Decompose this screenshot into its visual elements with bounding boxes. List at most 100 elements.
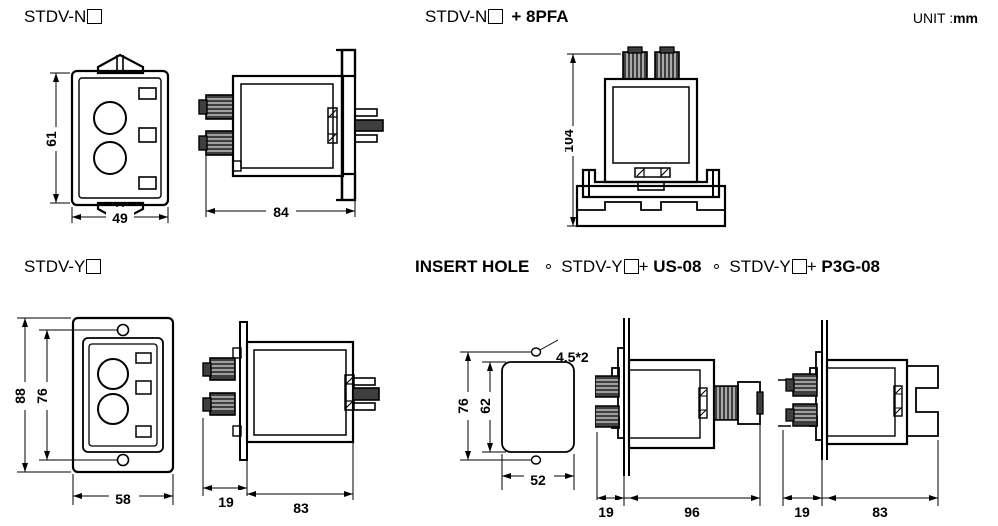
bullet-icon [713, 264, 719, 269]
square-placeholder-icon [86, 259, 102, 274]
screw-hole-top [530, 347, 542, 357]
dim-49-text: 49 [112, 210, 128, 226]
terminal-pins [354, 108, 384, 143]
dim-76-hole-text: 76 [455, 398, 471, 414]
dimension-19 [202, 418, 248, 496]
body-tab [232, 160, 242, 172]
socket-us08 [713, 379, 791, 427]
socket-body [575, 184, 727, 228]
body-inner-face [628, 369, 701, 439]
knob-upper [198, 94, 234, 120]
dim-83-text: 83 [293, 500, 309, 516]
flange-tab-bottom [232, 425, 242, 437]
unit-label-text: UNIT : [912, 10, 954, 26]
dim-58-text: 58 [115, 491, 131, 507]
adjuster-slot [634, 167, 671, 178]
drawing-insert-hole: 4.5*2 76 62 52 [455, 339, 589, 490]
option-b-suffix: + [806, 257, 822, 276]
dim-19-us08-text: 19 [598, 504, 614, 520]
dimension-83 [247, 442, 354, 500]
body-outline [627, 358, 716, 450]
indicator-window-2 [135, 380, 152, 395]
inner-panel [78, 77, 162, 199]
dim-76-text: 76 [34, 388, 50, 404]
dimension-19-us08 [596, 432, 625, 506]
bullet-icon [545, 264, 551, 269]
socket-pins [577, 201, 725, 211]
knob-right [654, 46, 680, 80]
flange-plate [71, 316, 175, 474]
terminal-pins [352, 377, 380, 411]
option-b-model: P3G-08 [821, 257, 881, 276]
dim-hole-callout-text: 4.5*2 [556, 349, 589, 365]
title-stdv-n-8pfa: STDV-N + 8PFA [425, 8, 569, 25]
knob-lower [785, 403, 818, 427]
dimension-96 [624, 424, 761, 506]
dim-62-text: 62 [477, 398, 493, 414]
bracket-tab-top [340, 48, 357, 78]
body-outline [82, 337, 164, 453]
dimension-83-p3g08 [822, 440, 939, 506]
dim-19-p3g08-text: 19 [794, 504, 810, 520]
title-8pfa-suffix: + 8PFA [511, 7, 569, 26]
dim-84-text: 84 [273, 204, 289, 220]
dim-88-text: 88 [12, 388, 28, 404]
dim-61-text: 61 [43, 131, 59, 147]
title-stdv-n-text: STDV-N [24, 7, 87, 26]
title-stdv-n-8pfa-text: STDV-N [425, 7, 488, 26]
option-b-prefix: STDV-Y [729, 257, 791, 276]
dimension-62 [482, 361, 506, 453]
option-a-model: US-08 [653, 257, 702, 276]
drawing-stdv-y-us08: 19 96 [595, 318, 791, 522]
title-stdv-n: STDV-N [24, 7, 103, 26]
unit-value-text: mm [953, 10, 978, 26]
title-stdv-y: STDV-Y [24, 257, 102, 276]
body-outline [603, 77, 699, 184]
title-stdv-y-text: STDV-Y [24, 257, 86, 276]
mounting-hole-top [116, 323, 130, 337]
body-inner-face [253, 349, 347, 436]
knob-upper [595, 375, 620, 398]
dim-52-text: 52 [530, 472, 546, 488]
dim-83-p3g08-text: 83 [872, 504, 888, 520]
knob-lower [202, 392, 236, 416]
knob-lower [595, 405, 620, 428]
drawing-stdv-n-front-view: 61 49 [43, 53, 170, 227]
title-insert-hole-group: INSERT HOLE STDV-Y+ US-08 STDV-Y+ P3G-08 [415, 258, 880, 276]
dim-104-text: 104 [565, 129, 576, 153]
panel-cutout [501, 361, 575, 453]
unit-label: UNIT :mm [913, 11, 978, 27]
square-placeholder-icon [488, 9, 504, 24]
flange-tab-top [232, 347, 242, 359]
screw-hole-bottom [530, 455, 542, 465]
adjuster-slot [327, 107, 338, 144]
indicator-window-3 [138, 176, 157, 190]
dim-96-text: 96 [684, 504, 700, 520]
option-a-suffix: + [638, 257, 654, 276]
drawing-stdv-y-front-view: 88 76 58 [12, 316, 175, 508]
mount-bracket [336, 48, 357, 202]
adjuster-slot [893, 385, 903, 417]
knob-upper [202, 357, 236, 381]
knob-hole-upper [93, 101, 127, 135]
option-a-prefix: STDV-Y [561, 257, 623, 276]
drawing-stdv-y-side-view: 19 83 [202, 321, 380, 518]
body-outline [70, 69, 170, 207]
square-placeholder-icon [791, 259, 807, 274]
square-placeholder-icon [623, 259, 639, 274]
square-placeholder-icon [87, 9, 103, 24]
body-inner-face [240, 83, 334, 169]
dimension-84 [205, 155, 356, 217]
indicator-window-1 [135, 352, 152, 364]
body-outline [231, 74, 345, 178]
adjuster-slot [698, 387, 708, 419]
knob-left [622, 46, 648, 80]
indicator-window-1 [138, 87, 157, 100]
indicator-window-2 [138, 127, 157, 143]
dimension-19-p3g08 [782, 430, 823, 506]
drawing-stdv-n-8pfa-view: 104 [565, 46, 727, 228]
drawing-stdv-y-p3g08: 19 83 [782, 320, 939, 522]
bracket-tab-bottom [340, 172, 357, 202]
knob-upper [785, 373, 818, 397]
